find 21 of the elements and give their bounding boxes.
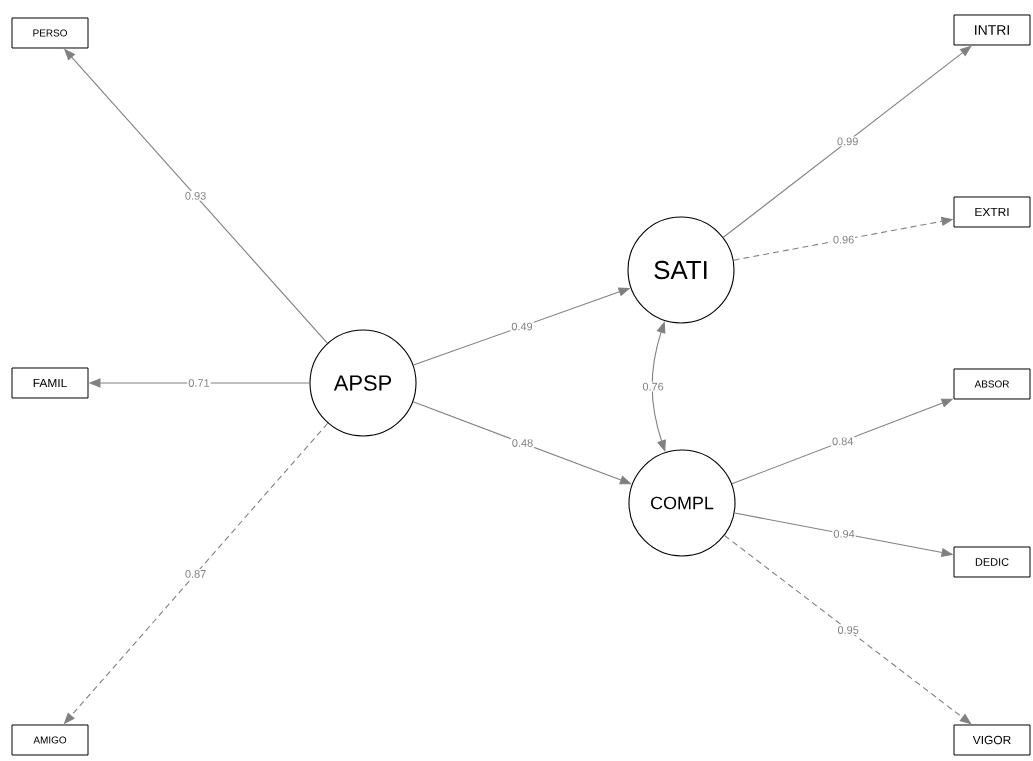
arrow bbox=[722, 45, 972, 238]
indicator-box: DEDIC bbox=[953, 546, 1031, 578]
edge-label: 0.94 bbox=[832, 528, 856, 539]
indicator-box: EXTRI bbox=[953, 196, 1031, 228]
indicator-box: FAMIL bbox=[11, 367, 89, 399]
edge-label: 0.49 bbox=[510, 321, 534, 332]
edge-label: 0.84 bbox=[831, 436, 855, 447]
edge-label: 0.96 bbox=[831, 234, 856, 245]
edge-label: 0.87 bbox=[183, 569, 208, 579]
edge-label: 0.76 bbox=[641, 381, 665, 392]
arrow bbox=[724, 534, 972, 725]
indicator-box: PERSO bbox=[11, 17, 89, 49]
edge-label: 0.71 bbox=[187, 378, 211, 388]
edge-label: 0.99 bbox=[836, 136, 860, 147]
indicator-box: INTRI bbox=[953, 14, 1031, 46]
edge-label: 0.95 bbox=[836, 625, 860, 635]
indicator-box: VIGOR bbox=[953, 724, 1031, 756]
edge-label: 0.48 bbox=[510, 438, 535, 448]
indicator-box: AMIGO bbox=[11, 724, 89, 756]
indicator-box: ABSOR bbox=[953, 368, 1031, 400]
edge-label: 0.93 bbox=[183, 190, 208, 201]
